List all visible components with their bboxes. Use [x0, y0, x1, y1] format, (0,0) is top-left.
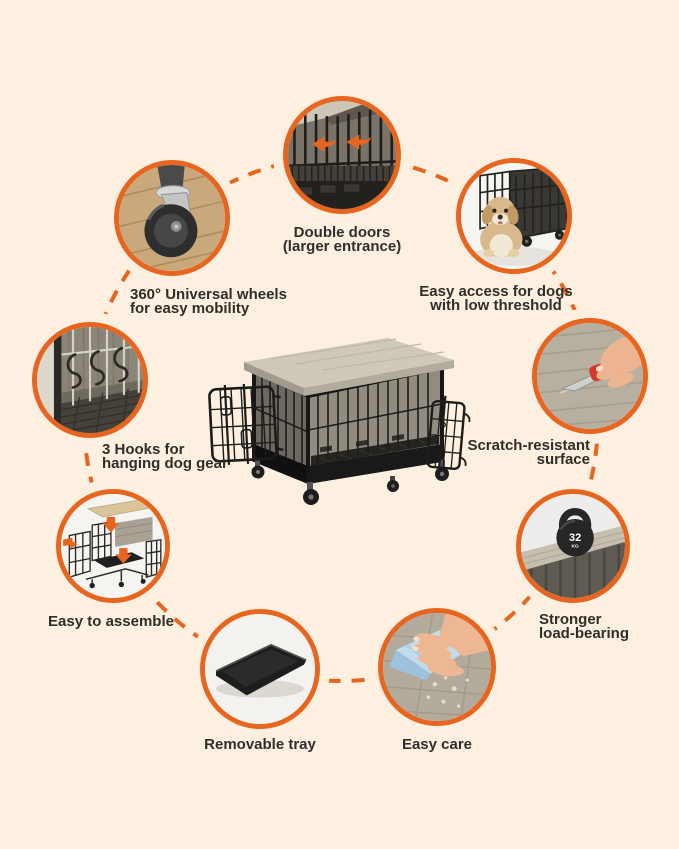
feature-circle-wheels [114, 160, 230, 276]
utility-knife-scratch-test-photo [537, 323, 643, 429]
caster-wheels [251, 460, 449, 505]
black-tray-photo [205, 614, 315, 724]
kettlebell: 32 KG [556, 508, 594, 557]
feature-label-double-doors: Double doors (larger entrance) [282, 224, 402, 256]
feature-circle-removable-tray [200, 609, 320, 729]
feature-circle-scratch-resistant [532, 318, 648, 434]
s-hooks-closeup-photo [37, 327, 143, 433]
caster-wheel-photo [119, 165, 225, 271]
kettlebell-weight-value: 32 [569, 532, 581, 544]
caster [144, 185, 198, 258]
kettlebell-weight-unit: KG [572, 544, 579, 550]
crate-double-doors-photo [288, 101, 396, 209]
door-swing-arrow-icon [311, 134, 372, 152]
feature-circle-load-bearing: 32 KG [516, 489, 630, 603]
kettlebell-on-tabletop-photo: 32 KG [521, 494, 625, 598]
feature-label-removable-tray: Removable tray [204, 736, 316, 753]
puppy [480, 196, 523, 258]
tray [215, 643, 307, 696]
s-hook-icon [66, 346, 129, 389]
feature-circle-hooks [32, 322, 148, 438]
feature-circle-easy-access [456, 158, 572, 274]
feature-label-load-bearing: Stronger load-bearing [539, 611, 630, 643]
right-door-open [426, 395, 471, 474]
exploded-assembly-diagram [61, 494, 165, 598]
dog-crate-product-illustration [208, 338, 471, 505]
feature-label-hooks: 3 Hooks for hanging dog gear [102, 441, 228, 473]
feature-circle-easy-care [378, 608, 496, 726]
feature-label-easy-assemble: Easy to assemble [48, 613, 174, 630]
feature-circle-double-doors [283, 96, 401, 214]
feature-label-wheels: 360° Universal wheels for easy mobility [130, 286, 287, 318]
left-door-open [208, 383, 284, 465]
feature-label-scratch-resistant: Scratch-resistant surface [467, 437, 590, 469]
feature-circle-easy-assemble [56, 489, 170, 603]
feature-label-easy-access: Easy access for dogs with low threshold [419, 283, 573, 315]
feature-label-easy-care: Easy care [401, 736, 473, 753]
hand-wiping-cloth-photo [383, 613, 491, 721]
assembly-arrow-icon [63, 516, 132, 564]
puppy-next-to-crate-photo [461, 163, 567, 269]
